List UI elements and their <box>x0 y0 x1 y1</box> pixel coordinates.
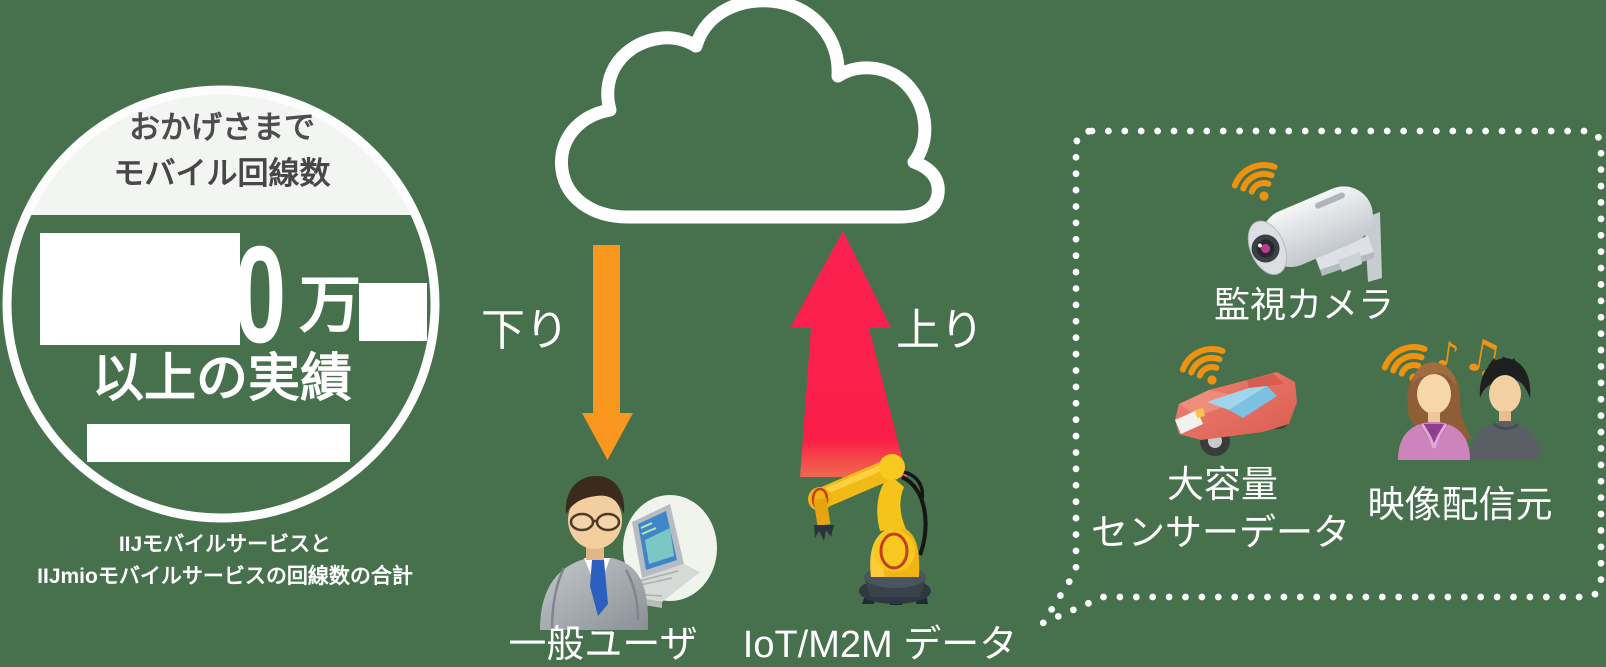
businessman-figure <box>540 476 648 631</box>
robot-gripper <box>814 525 834 541</box>
man-figure <box>1470 356 1540 460</box>
viewers-icon <box>1398 356 1540 460</box>
badge-message-line1: おかげさまで <box>129 110 315 145</box>
cctv-camera-icon <box>1247 186 1382 282</box>
cloud-icon <box>555 0 945 224</box>
badge-count-digit: 0 <box>234 218 287 372</box>
camera-label: 監視カメラ <box>1213 284 1394 325</box>
badge-headline: 以上の実績 <box>91 350 352 408</box>
video-source-label: 映像配信元 <box>1367 484 1553 525</box>
robot-cable <box>901 475 928 556</box>
iot-label: IoT/M2M データ <box>742 624 1018 666</box>
up-label: 上り <box>896 306 984 355</box>
woman-figure <box>1398 362 1472 460</box>
down-arrow-icon <box>582 245 633 460</box>
robot-arm-body <box>808 454 920 577</box>
sensor-label-line1: 大容量 <box>1167 464 1278 505</box>
car-body <box>1175 372 1297 440</box>
badge-circle <box>2 85 440 523</box>
robot-arm-icon <box>808 454 931 605</box>
sensor-label-line2: センサーデータ <box>1091 512 1350 553</box>
laptop-icon <box>610 504 700 608</box>
down-label: 下り <box>481 306 569 355</box>
business-user-icon <box>540 476 717 631</box>
up-arrow-icon <box>790 231 907 477</box>
car-icon <box>1175 372 1297 456</box>
badge-top-segment <box>7 90 435 215</box>
badge-underline-block <box>87 424 350 462</box>
badge-message-line2: モバイル回線数 <box>113 156 331 191</box>
badge-count-block-right <box>359 283 427 341</box>
camera-barrel <box>1247 186 1373 275</box>
user-label: 一般ユーザ <box>508 624 698 666</box>
badge-footnote-line2: IIJmioモバイルサービスの回線数の合計 <box>37 565 413 588</box>
badge-ring <box>2 85 440 523</box>
badge-footnote-line1: IIJモバイルサービスと <box>118 533 332 556</box>
glasses-icon <box>569 512 621 532</box>
badge-count-block-left <box>40 233 240 345</box>
badge-count-unit: 万 <box>299 271 362 340</box>
